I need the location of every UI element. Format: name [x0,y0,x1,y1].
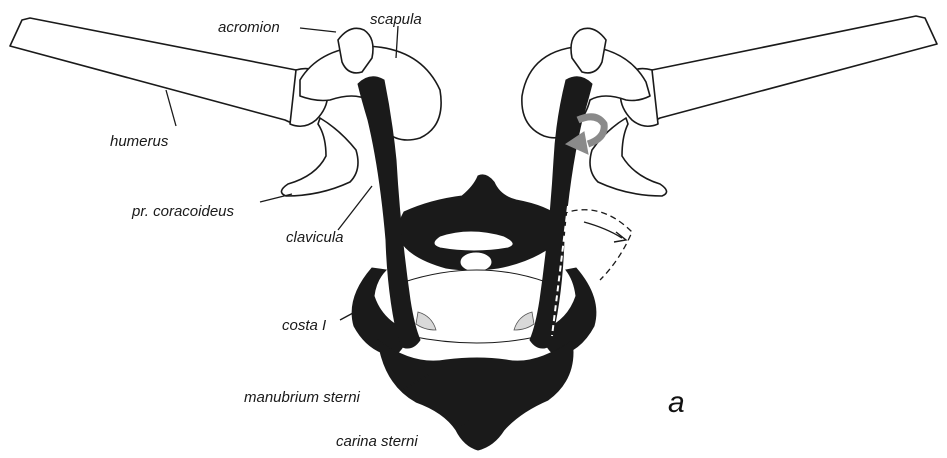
label-scapula: scapula [370,12,422,27]
leader-pr-coracoideus [260,194,292,202]
leader-humerus [166,90,176,126]
label-pr-coracoideus: pr. coracoideus [132,204,234,219]
humerus-right [625,16,937,122]
coracoid-left [281,118,358,196]
label-clavicula: clavicula [286,230,344,245]
leader-acromion [300,28,336,32]
label-carina-sterni: carina sterni [336,434,418,449]
swing-arrow [584,222,626,242]
leader-clavicula [338,186,372,230]
label-manubrium-sterni: manubrium sterni [244,390,360,405]
label-acromion: acromion [218,20,280,35]
manubrium-fenestra [460,252,492,272]
label-humerus: humerus [110,134,168,149]
thorax-opening [399,270,552,343]
label-costa-i: costa I [282,318,326,333]
panel-letter: a [668,388,685,418]
